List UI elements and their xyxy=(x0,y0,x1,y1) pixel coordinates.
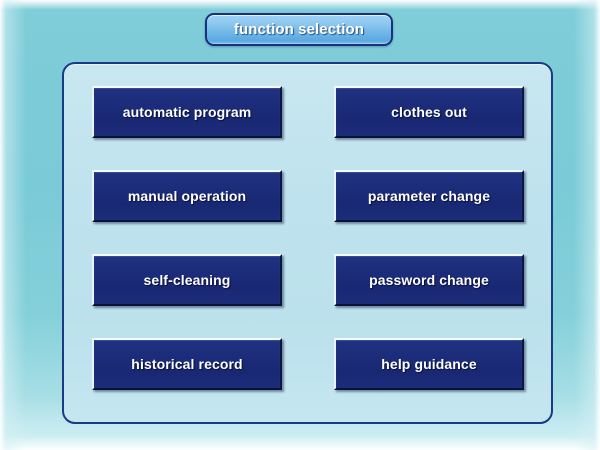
button-label: self-cleaning xyxy=(143,272,231,288)
button-automatic-program[interactable]: automatic program xyxy=(92,86,282,138)
button-parameter-change[interactable]: parameter change xyxy=(334,170,524,222)
button-label: manual operation xyxy=(127,188,247,204)
button-label: help guidance xyxy=(381,356,477,372)
button-historical-record[interactable]: historical record xyxy=(92,338,282,390)
page-title-pill: function selection xyxy=(205,13,393,46)
function-menu-panel: automatic program clothes out manual ope… xyxy=(62,62,553,424)
page-title: function selection xyxy=(233,21,365,38)
button-password-change[interactable]: password change xyxy=(334,254,524,306)
button-label: parameter change xyxy=(367,188,491,204)
button-self-cleaning[interactable]: self-cleaning xyxy=(92,254,282,306)
button-label: historical record xyxy=(131,356,243,372)
button-clothes-out[interactable]: clothes out xyxy=(334,86,524,138)
button-help-guidance[interactable]: help guidance xyxy=(334,338,524,390)
button-label: automatic program xyxy=(122,104,252,120)
button-label: password change xyxy=(369,272,489,288)
function-button-grid: automatic program clothes out manual ope… xyxy=(92,86,524,390)
button-label: clothes out xyxy=(391,104,467,120)
button-manual-operation[interactable]: manual operation xyxy=(92,170,282,222)
